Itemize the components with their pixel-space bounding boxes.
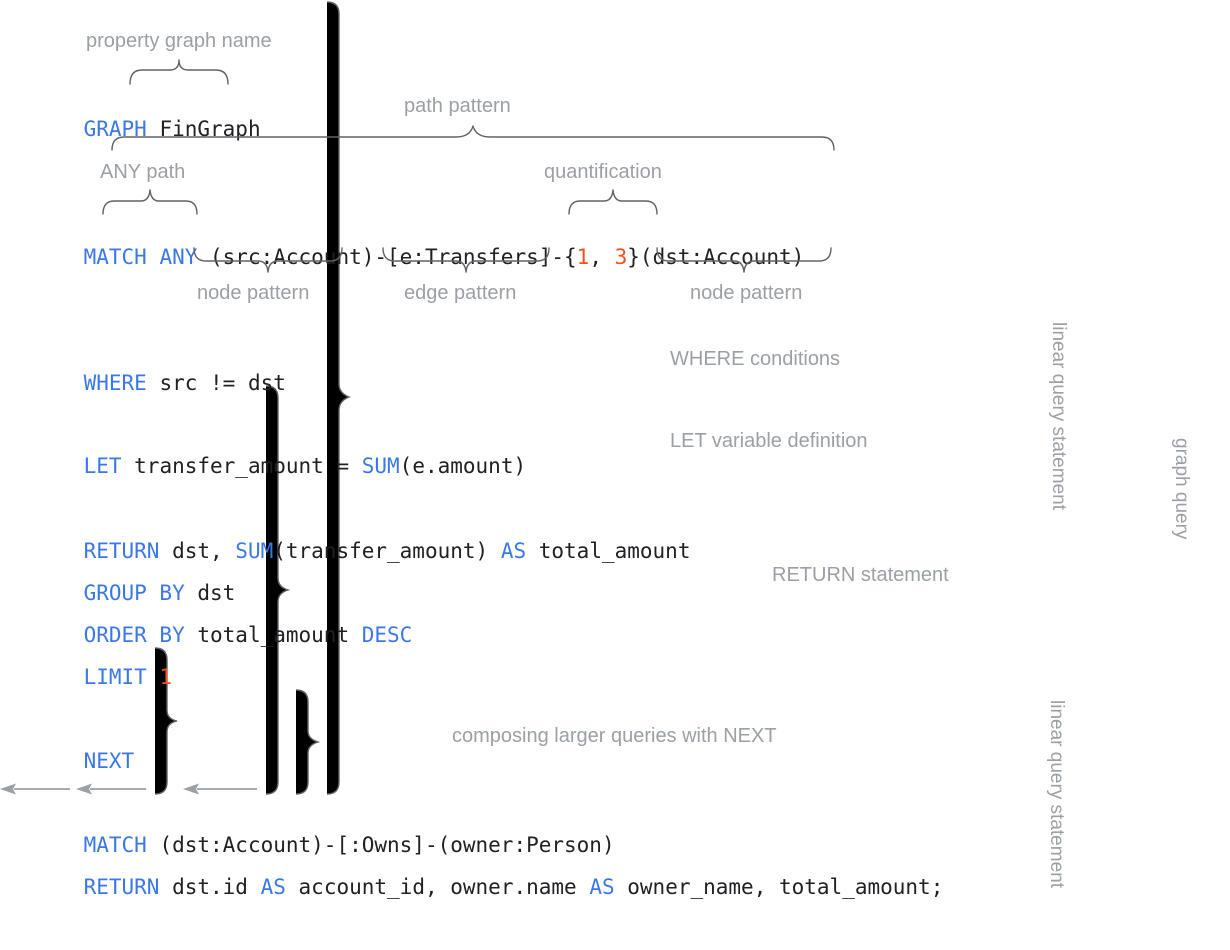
return-sum-args: (transfer_amount) [273,539,501,563]
order-by-expression: total_amount [184,623,362,647]
arrow-composing-with-next [183,783,258,795]
return-2-owner-name: account_id, owner.name [285,875,590,899]
annotation-path-pattern: path pattern [404,95,511,117]
keyword-desc: DESC [361,623,413,647]
code-line-match-2: MATCH (dst:Account)-[:Owns]-(owner:Perso… [33,806,615,884]
brace-path-pattern [111,125,835,151]
quantifier-max: 3 [614,245,628,269]
keyword-match-2: MATCH [83,833,147,857]
brace-node-pattern-right [656,247,832,273]
keyword-match: MATCH [83,245,147,269]
code-line-group-by: GROUP BY dst [33,554,236,632]
where-expression: src != dst [146,371,286,395]
code-line-return-2: RETURN dst.id AS account_id, owner.name … [33,848,944,926]
keyword-return-2: RETURN [83,875,160,899]
code-line-let: LET transfer_amount = SUM(e.amount) [33,427,527,505]
brace-linear-query-statement-2 [296,689,321,795]
return-alias: total_amount [526,539,691,563]
annotation-linear-query-statement-1: linear query statement [1048,322,1069,510]
let-variable: transfer_amount = [121,454,362,478]
code-line-where: WHERE src != dst [33,344,286,422]
quantifier-min: 1 [576,245,590,269]
arrow-let-variable-definition [76,783,147,795]
annotation-quantification: quantification [544,161,662,183]
keyword-let: LET [83,454,122,478]
code-line-next: NEXT [33,722,135,800]
annotation-property-graph-name: property graph name [86,30,272,52]
annotation-graph-query: graph query [1171,438,1192,540]
group-by-expression: dst [184,581,236,605]
keyword-as: AS [500,539,527,563]
annotation-node-pattern-left: node pattern [197,282,310,304]
brace-return-statement [154,647,178,795]
annotation-node-pattern-right: node pattern [690,282,803,304]
brace-property-graph-name [129,59,229,85]
function-sum-return: SUM [235,539,274,563]
annotation-where-conditions: WHERE conditions [670,348,841,370]
keyword-as-account-id: AS [260,875,286,899]
keyword-as-owner-name: AS [589,875,615,899]
keyword-any: ANY [146,245,198,269]
return-dst: dst, [159,539,236,563]
annotation-linear-query-statement-2: linear query statement [1046,700,1067,888]
brace-quantification [568,189,658,215]
return-2-tail: owner_name, total_amount; [614,875,944,899]
brace-edge-pattern [382,247,550,273]
keyword-where: WHERE [83,371,147,395]
keyword-limit: LIMIT [83,665,147,689]
arrow-where-conditions [0,783,70,795]
code-line-return-1: RETURN dst, SUM(transfer_amount) AS tota… [33,512,691,590]
keyword-return: RETURN [83,539,160,563]
brace-graph-query [326,1,351,795]
function-sum: SUM [361,454,400,478]
return-2-dst-id: dst.id [159,875,261,899]
match-2-pattern: (dst:Account)-[:Owns]-(owner:Person) [146,833,615,857]
code-line-order-by: ORDER BY total_amount DESC [33,596,413,674]
let-sum-args: (e.amount) [399,454,527,478]
limit-value: 1 [159,665,173,689]
annotation-let-variable-definition: LET variable definition [670,430,868,452]
code-line-limit: LIMIT 1 [33,638,173,716]
brace-node-pattern-left [193,247,343,273]
brace-any-path [102,189,198,215]
pattern-src-edge: (src:Account)-[e:Transfers]-{ [197,245,577,269]
brace-linear-query-statement-1 [265,385,291,795]
keyword-group-by: GROUP BY [83,581,185,605]
annotation-edge-pattern: edge pattern [404,282,517,304]
quantifier-separator: , [589,245,615,269]
annotation-any-path: ANY path [100,161,186,183]
limit-space [147,665,160,689]
annotation-return-statement: RETURN statement [772,564,949,586]
keyword-order-by: ORDER BY [83,623,185,647]
annotation-composing-with-next: composing larger queries with NEXT [452,725,777,747]
keyword-next: NEXT [83,749,135,773]
code-line-match-any: MATCH ANY (src:Account)-[e:Transfers]-{1… [33,218,805,296]
